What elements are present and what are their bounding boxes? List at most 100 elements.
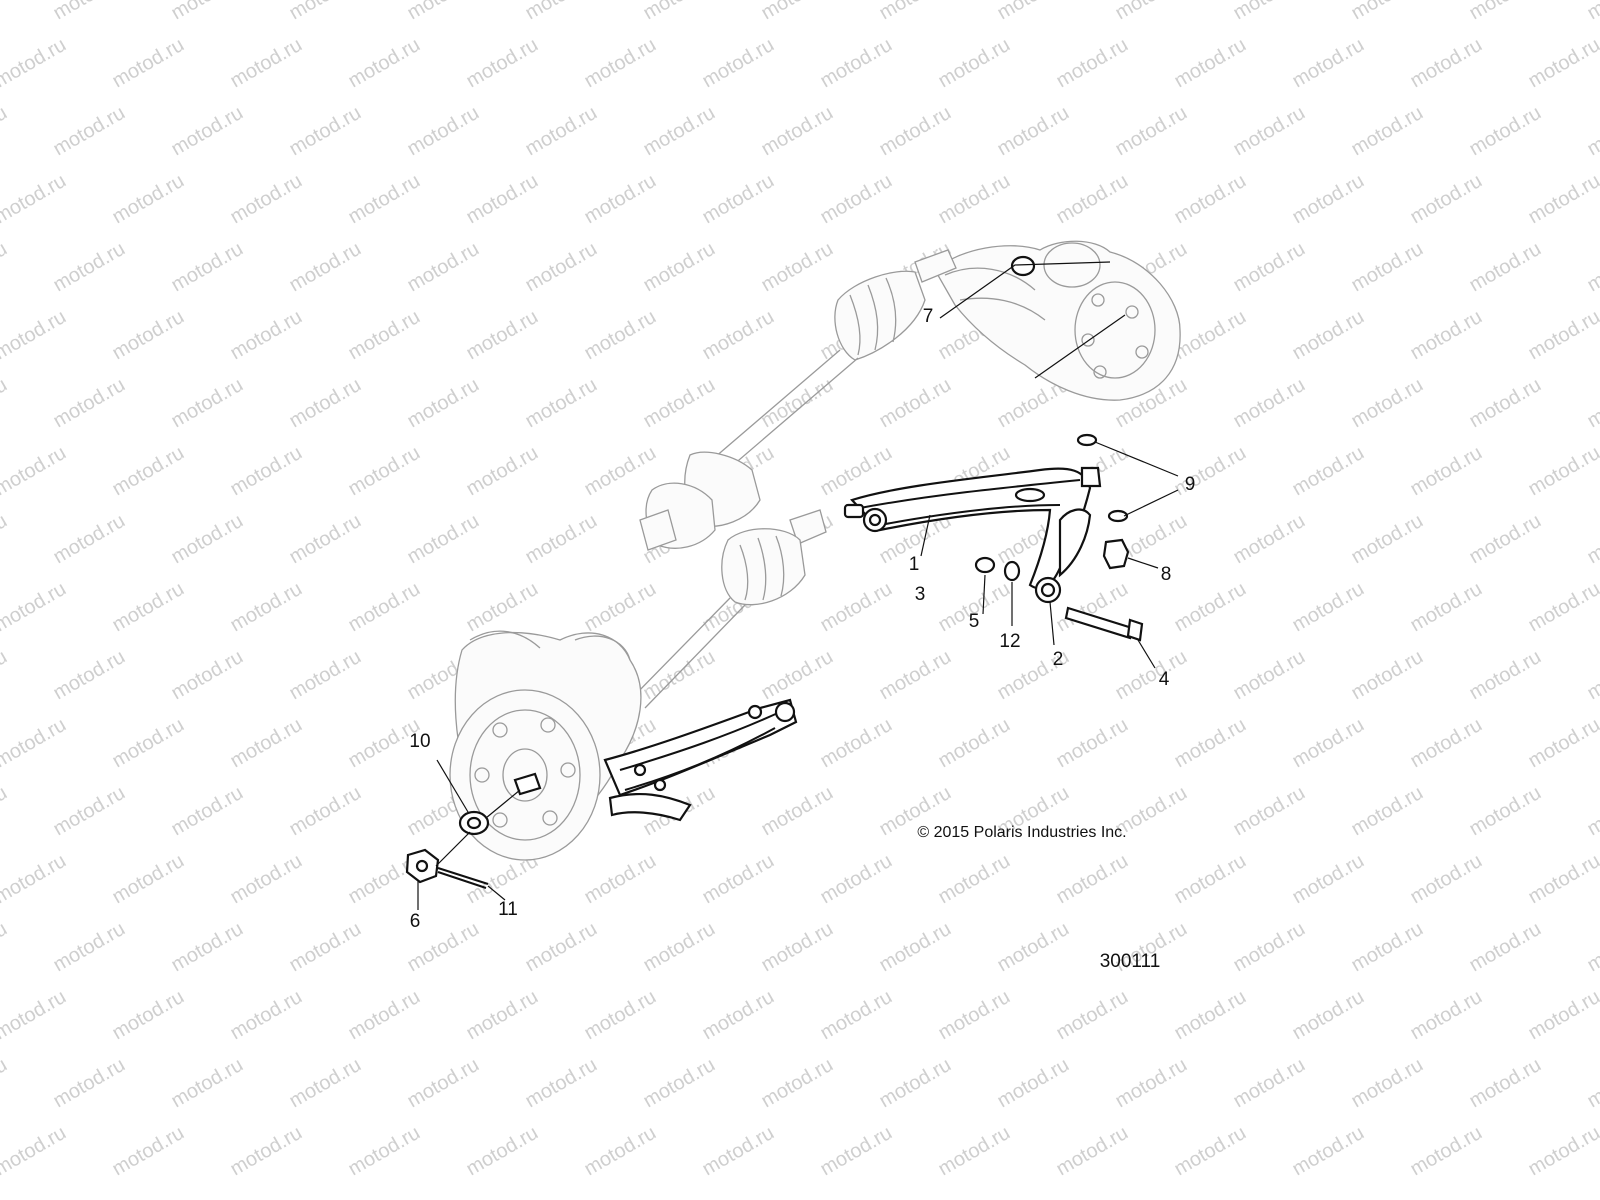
watermark-text: motod.ru xyxy=(1053,850,1132,909)
watermark-text: motod.ru xyxy=(0,34,70,93)
watermark-text: motod.ru xyxy=(1525,1122,1600,1181)
watermark-text: motod.ru xyxy=(1525,714,1600,773)
watermark-text: motod.ru xyxy=(1584,646,1600,705)
watermark-text: motod.ru xyxy=(581,986,660,1045)
watermark-text: motod.ru xyxy=(1584,374,1600,433)
watermark-text: motod.ru xyxy=(876,0,955,24)
watermark-text: motod.ru xyxy=(1230,102,1309,161)
watermark-text: motod.ru xyxy=(1171,34,1250,93)
watermark-text: motod.ru xyxy=(817,986,896,1045)
watermark-text: motod.ru xyxy=(935,1122,1014,1181)
watermark-text: motod.ru xyxy=(640,374,719,433)
watermark-text: motod.ru xyxy=(1171,170,1250,229)
watermark-text: motod.ru xyxy=(50,918,129,977)
watermark-text: motod.ru xyxy=(404,102,483,161)
watermark-text: motod.ru xyxy=(1289,1122,1368,1181)
watermark-text: motod.ru xyxy=(1289,34,1368,93)
watermark-text: motod.ru xyxy=(1171,578,1250,637)
watermark-text: motod.ru xyxy=(0,986,70,1045)
watermark-text: motod.ru xyxy=(1584,510,1600,569)
watermark-text: motod.ru xyxy=(345,442,424,501)
watermark-text: motod.ru xyxy=(227,306,306,365)
watermark-text: motod.ru xyxy=(1289,442,1368,501)
watermark-text: motod.ru xyxy=(640,1054,719,1113)
watermark-text: motod.ru xyxy=(1348,238,1427,297)
watermark-text: motod.ru xyxy=(109,1122,188,1181)
watermark-text: motod.ru xyxy=(227,442,306,501)
watermark-text: motod.ru xyxy=(758,102,837,161)
watermark-text: motod.ru xyxy=(1584,102,1600,161)
callout-1: 1 xyxy=(909,554,920,575)
watermark-text: motod.ru xyxy=(1584,0,1600,24)
watermark-text: motod.ru xyxy=(1348,374,1427,433)
watermark-text: motod.ru xyxy=(168,918,247,977)
watermark-text: motod.ru xyxy=(522,102,601,161)
watermark-text: motod.ru xyxy=(935,170,1014,229)
watermark-text: motod.ru xyxy=(935,714,1014,773)
watermark-text: motod.ru xyxy=(345,306,424,365)
watermark-text: motod.ru xyxy=(522,374,601,433)
watermark-text: motod.ru xyxy=(699,306,778,365)
watermark-text: motod.ru xyxy=(522,0,601,24)
watermark-text: motod.ru xyxy=(168,102,247,161)
watermark-text: motod.ru xyxy=(817,850,896,909)
watermark-text: motod.ru xyxy=(1230,782,1309,841)
watermark-text: motod.ru xyxy=(50,1054,129,1113)
watermark-text: motod.ru xyxy=(817,714,896,773)
watermark-text: motod.ru xyxy=(1525,850,1600,909)
watermark-text: motod.ru xyxy=(1584,782,1600,841)
watermark-text: motod.ru xyxy=(581,442,660,501)
watermark-text: motod.ru xyxy=(1289,170,1368,229)
watermark-text: motod.ru xyxy=(1112,0,1191,24)
watermark-text: motod.ru xyxy=(1525,170,1600,229)
watermark-text: motod.ru xyxy=(1466,918,1545,977)
watermark-text: motod.ru xyxy=(935,850,1014,909)
upper-knuckle-ghost xyxy=(934,240,1181,401)
watermark-text: motod.ru xyxy=(699,1122,778,1181)
watermark-text: motod.ru xyxy=(699,986,778,1045)
watermark-text: motod.ru xyxy=(1407,170,1486,229)
watermark-text: motod.ru xyxy=(1112,102,1191,161)
callout-12: 12 xyxy=(999,631,1020,652)
watermark-text: motod.ru xyxy=(581,578,660,637)
watermark-text: motod.ru xyxy=(109,986,188,1045)
watermark-text: motod.ru xyxy=(699,170,778,229)
watermark-text: motod.ru xyxy=(817,170,896,229)
lower-control-arm xyxy=(603,698,798,822)
watermark-text: motod.ru xyxy=(1289,306,1368,365)
watermark-text: motod.ru xyxy=(345,34,424,93)
watermark-text: motod.ru xyxy=(109,170,188,229)
fasteners xyxy=(405,255,1144,889)
watermark-text: motod.ru xyxy=(1171,442,1250,501)
watermark-text: motod.ru xyxy=(817,1122,896,1181)
watermark-text: motod.ru xyxy=(640,102,719,161)
watermark-text: motod.ru xyxy=(1348,782,1427,841)
watermark-text: motod.ru xyxy=(522,1054,601,1113)
watermark-text: motod.ru xyxy=(758,782,837,841)
watermark-text: motod.ru xyxy=(1407,442,1486,501)
watermark-text: motod.ru xyxy=(935,986,1014,1045)
watermark-text: motod.ru xyxy=(1171,306,1250,365)
watermark-text: motod.ru xyxy=(227,714,306,773)
watermark-text: motod.ru xyxy=(109,306,188,365)
watermark-text: motod.ru xyxy=(0,714,70,773)
watermark-text: motod.ru xyxy=(0,238,11,297)
watermark-text: motod.ru xyxy=(1289,578,1368,637)
watermark-text: motod.ru xyxy=(1348,1054,1427,1113)
watermark-text: motod.ru xyxy=(581,306,660,365)
watermark-text: motod.ru xyxy=(1171,714,1250,773)
watermark-text: motod.ru xyxy=(640,646,719,705)
watermark-text: motod.ru xyxy=(109,578,188,637)
watermark-text: motod.ru xyxy=(1407,34,1486,93)
watermark-text: motod.ru xyxy=(581,34,660,93)
watermark-text: motod.ru xyxy=(0,510,11,569)
watermark-text: motod.ru xyxy=(463,578,542,637)
watermark-text: motod.ru xyxy=(1289,850,1368,909)
watermark-text: motod.ru xyxy=(0,170,70,229)
watermark-text: motod.ru xyxy=(345,578,424,637)
watermark-text: motod.ru xyxy=(1525,578,1600,637)
watermark-text: motod.ru xyxy=(1171,986,1250,1045)
watermark-text: motod.ru xyxy=(286,510,365,569)
